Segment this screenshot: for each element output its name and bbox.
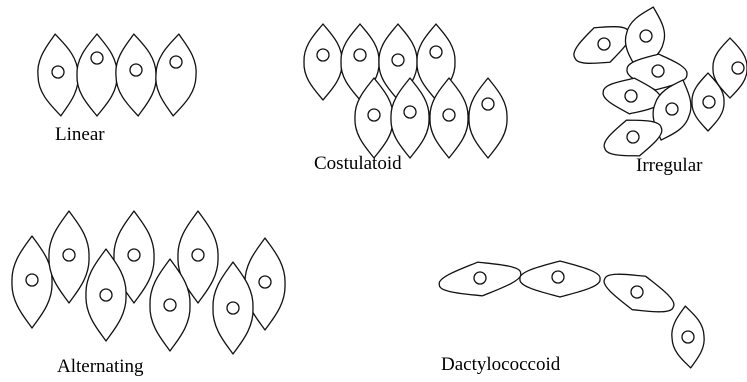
label-costulatoid: Costulatoid: [314, 153, 402, 174]
alternating-arrangement: [12, 211, 285, 354]
alternating-cell-nucleus: [227, 302, 239, 314]
alternating-cell-nucleus: [63, 249, 75, 261]
linear-arrangement: [35, 33, 199, 118]
costulatoid-cell-nucleus: [392, 54, 404, 66]
dactylococcoid-cell-nucleus: [474, 272, 486, 284]
irregular-cell-nucleus: [640, 30, 652, 42]
costulatoid-cell-nucleus: [430, 46, 442, 58]
costulatoid-arrangement: [304, 24, 507, 158]
label-irregular: Irregular: [636, 155, 703, 176]
costulatoid-cell: [304, 24, 342, 100]
costulatoid-cell-nucleus: [368, 109, 380, 121]
linear-cell-nucleus: [130, 64, 142, 76]
linear-cell-nucleus: [170, 56, 182, 68]
costulatoid-cell-nucleus: [443, 109, 455, 121]
alternating-cell-nucleus: [100, 289, 112, 301]
linear-cell-nucleus: [52, 66, 64, 78]
irregular-cell-nucleus: [627, 131, 639, 143]
costulatoid-cell-nucleus: [482, 98, 494, 110]
alternating-cell-nucleus: [164, 299, 176, 311]
dactylococcoid-arrangement: [437, 256, 707, 369]
label-linear: Linear: [55, 124, 105, 145]
costulatoid-cell-wall: [469, 78, 507, 158]
dactylococcoid-cell-nucleus: [552, 271, 564, 283]
irregular-arrangement: [567, 2, 747, 166]
dactylococcoid-cell: [598, 262, 680, 323]
costulatoid-cell-wall: [304, 24, 342, 100]
linear-cell: [35, 33, 81, 118]
alternating-cell-nucleus: [26, 274, 38, 286]
label-alternating: Alternating: [57, 356, 144, 377]
dactylococcoid-cell-nucleus: [682, 331, 694, 343]
irregular-cell-nucleus: [625, 90, 637, 102]
costulatoid-cell-nucleus: [404, 106, 416, 118]
dactylococcoid-cell: [437, 256, 523, 301]
alternating-cell: [12, 236, 52, 328]
linear-cell: [153, 33, 199, 118]
costulatoid-cell: [469, 78, 507, 158]
linear-cell-nucleus: [91, 52, 103, 64]
linear-cell-wall: [77, 34, 117, 116]
irregular-cell-nucleus: [666, 103, 678, 115]
alternating-cell-nucleus: [128, 249, 140, 261]
costulatoid-cell-nucleus: [354, 49, 366, 61]
irregular-cell-nucleus: [703, 96, 715, 108]
alternating-cell-nucleus: [259, 276, 271, 288]
dactylococcoid-cell: [520, 261, 600, 297]
irregular-cell-nucleus: [598, 38, 610, 50]
irregular-cell-nucleus: [732, 62, 744, 74]
label-dactylococcoid: Dactylococcoid: [441, 354, 561, 375]
irregular-cell-nucleus: [652, 65, 664, 77]
linear-cell-wall: [153, 33, 199, 118]
linear-cell: [114, 33, 158, 117]
alternating-cell: [49, 211, 89, 303]
alternating-cell-nucleus: [192, 249, 204, 261]
dactylococcoid-cell: [669, 305, 706, 370]
linear-cell: [77, 34, 117, 116]
costulatoid-cell-nucleus: [317, 49, 329, 61]
dactylococcoid-cell-nucleus: [631, 286, 643, 298]
